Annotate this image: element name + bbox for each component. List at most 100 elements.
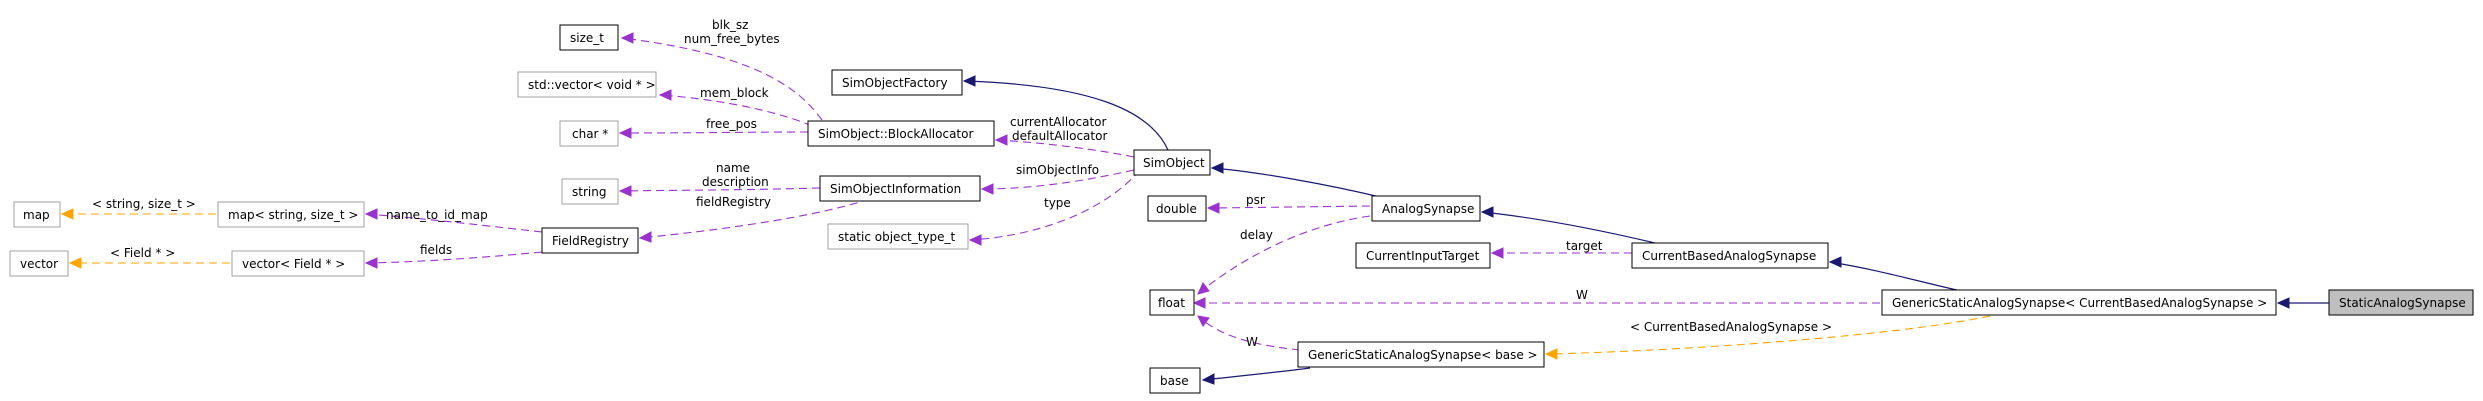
svg-text:std::vector< void * >: std::vector< void * > xyxy=(528,78,656,92)
edge-simobject-to-static-object-type xyxy=(969,169,1141,241)
node-vector-field[interactable]: vector< Field * > xyxy=(231,250,365,277)
svg-text:char *: char * xyxy=(572,127,608,141)
arrowhead-blockallocator xyxy=(994,134,1008,146)
label-field-registry: fieldRegistry xyxy=(696,195,771,209)
svg-text:SimObject::BlockAllocator: SimObject::BlockAllocator xyxy=(818,127,973,141)
edge-analogsynapse-to-simobject xyxy=(1211,167,1381,198)
label-default-allocator: defaultAllocator xyxy=(1012,129,1107,143)
arrowhead-map xyxy=(60,208,74,220)
node-vector[interactable]: vector xyxy=(9,250,69,277)
arrowhead-simobjectinformation xyxy=(980,183,994,195)
arrowhead-float-delay xyxy=(1197,282,1210,295)
arrowhead-analogsynapse xyxy=(1480,206,1494,218)
node-std-vector-void[interactable]: std::vector< void * > xyxy=(517,71,657,98)
edge-genericbase-to-float xyxy=(1199,317,1301,351)
svg-text:string: string xyxy=(572,185,606,199)
arrowhead-simobject xyxy=(1210,162,1224,174)
arrowhead-cbas xyxy=(1828,256,1842,268)
arrowhead-vector xyxy=(68,257,82,269)
svg-text:SimObjectFactory: SimObjectFactory xyxy=(842,76,948,90)
edge-simobjectinformation-to-string xyxy=(619,187,821,192)
label-current-allocator: currentAllocator xyxy=(1010,115,1107,129)
node-base[interactable]: base xyxy=(1149,367,1201,394)
arrowhead-fieldregistry xyxy=(638,231,652,243)
svg-text:double: double xyxy=(1156,202,1197,216)
edge-blockallocator-to-stdvector xyxy=(659,94,813,127)
svg-text:SimObjectInformation: SimObjectInformation xyxy=(830,182,961,196)
edge-fieldregistry-to-vectorfield xyxy=(365,251,543,264)
node-simobjectfactory[interactable]: SimObjectFactory xyxy=(831,69,963,96)
arrowhead-string xyxy=(618,185,632,197)
node-map-string-size-t[interactable]: map< string, size_t > xyxy=(217,201,365,228)
arrowhead-currentinputtarget xyxy=(1490,247,1504,259)
arrowhead-float-w-bottom xyxy=(1197,315,1210,327)
edge-analogsynapse-to-double xyxy=(1211,205,1371,209)
arrowhead-double xyxy=(1206,202,1220,214)
edge-simobjectinformation-to-fieldregistry xyxy=(639,198,871,239)
node-float[interactable]: float xyxy=(1149,289,1195,316)
svg-text:SimObject: SimObject xyxy=(1143,156,1205,170)
node-genericstatic-cbas[interactable]: GenericStaticAnalogSynapse< CurrentBased… xyxy=(1881,289,2277,316)
svg-text:AnalogSynapse: AnalogSynapse xyxy=(1382,202,1474,216)
arrowhead-float-w-top xyxy=(1192,297,1206,309)
label-free-pos: free_pos xyxy=(706,117,757,131)
svg-text:CurrentBasedAnalogSynapse: CurrentBasedAnalogSynapse xyxy=(1642,249,1816,263)
arrowhead-genericcbas xyxy=(2276,297,2290,309)
edge-blockallocator-to-char xyxy=(619,131,809,134)
label-string-size-t: < string, size_t > xyxy=(92,197,196,211)
node-char-ptr[interactable]: char * xyxy=(559,120,619,147)
node-map[interactable]: map xyxy=(13,201,61,228)
label-description: description xyxy=(702,175,769,189)
edge-genericbase-to-base xyxy=(1202,367,1311,381)
arrowhead-genericbase xyxy=(1544,348,1558,360)
node-fieldregistry[interactable]: FieldRegistry xyxy=(541,227,639,254)
edge-blockallocator-to-size-t xyxy=(621,37,823,121)
node-simobject[interactable]: SimObject xyxy=(1133,149,1211,176)
edge-fieldregistry-to-mapstring xyxy=(365,213,543,233)
svg-text:vector: vector xyxy=(20,257,58,271)
label-name-to-id-map: name_to_id_map xyxy=(386,208,488,222)
arrowhead-size-t xyxy=(620,32,634,44)
label-cbas-template: < CurrentBasedAnalogSynapse > xyxy=(1630,320,1832,334)
svg-text:FieldRegistry: FieldRegistry xyxy=(552,234,629,248)
label-num-free-bytes: num_free_bytes xyxy=(684,32,780,46)
svg-text:static object_type_t: static object_type_t xyxy=(838,230,956,244)
svg-text:GenericStaticAnalogSynapse< Cu: GenericStaticAnalogSynapse< CurrentBased… xyxy=(1892,296,2267,310)
label-fields: fields xyxy=(420,243,452,257)
edge-genericcbas-to-cbas xyxy=(1829,261,1971,294)
node-blockallocator[interactable]: SimObject::BlockAllocator xyxy=(807,120,995,147)
arrowhead-stdvector xyxy=(658,89,672,101)
arrowhead-static-object-type xyxy=(968,234,982,246)
node-currentbasedanalogsynapse[interactable]: CurrentBasedAnalogSynapse xyxy=(1631,242,1829,269)
arrowhead-mapstring xyxy=(364,208,378,220)
node-staticanalogsynapse[interactable]: StaticAnalogSynapse xyxy=(2328,289,2474,316)
svg-text:base: base xyxy=(1160,374,1189,388)
node-analogsynapse[interactable]: AnalogSynapse xyxy=(1371,195,1481,222)
svg-text:CurrentInputTarget: CurrentInputTarget xyxy=(1366,249,1480,263)
label-type: type xyxy=(1044,196,1071,210)
node-double[interactable]: double xyxy=(1147,195,1207,222)
label-target: target xyxy=(1566,239,1603,253)
node-genericstatic-base[interactable]: GenericStaticAnalogSynapse< base > xyxy=(1297,341,1545,368)
label-sim-object-info: simObjectInfo xyxy=(1016,163,1099,177)
node-static-object-type-t[interactable]: static object_type_t xyxy=(827,223,969,250)
label-mem-block: mem_block xyxy=(700,86,769,100)
edge-genericcbas-to-genericbase xyxy=(1549,315,1991,355)
arrowhead-vectorfield xyxy=(364,257,378,269)
node-simobjectinformation[interactable]: SimObjectInformation xyxy=(819,175,981,202)
svg-text:size_t: size_t xyxy=(570,31,604,45)
svg-text:StaticAnalogSynapse: StaticAnalogSynapse xyxy=(2339,296,2466,310)
svg-text:map< string, size_t >: map< string, size_t > xyxy=(228,208,358,222)
edge-simobject-to-simobjectinformation xyxy=(981,169,1135,190)
arrowhead-simobjectfactory xyxy=(962,75,976,87)
label-w-bottom: W xyxy=(1246,335,1258,349)
svg-text:vector< Field * >: vector< Field * > xyxy=(242,257,345,271)
arrowhead-char xyxy=(618,127,632,139)
label-w-top: W xyxy=(1576,288,1588,302)
arrowhead-base xyxy=(1201,373,1215,385)
node-size-t[interactable]: size_t xyxy=(559,24,619,51)
node-string[interactable]: string xyxy=(561,178,619,205)
node-currentinputtarget[interactable]: CurrentInputTarget xyxy=(1355,242,1491,269)
svg-text:float: float xyxy=(1158,296,1185,310)
